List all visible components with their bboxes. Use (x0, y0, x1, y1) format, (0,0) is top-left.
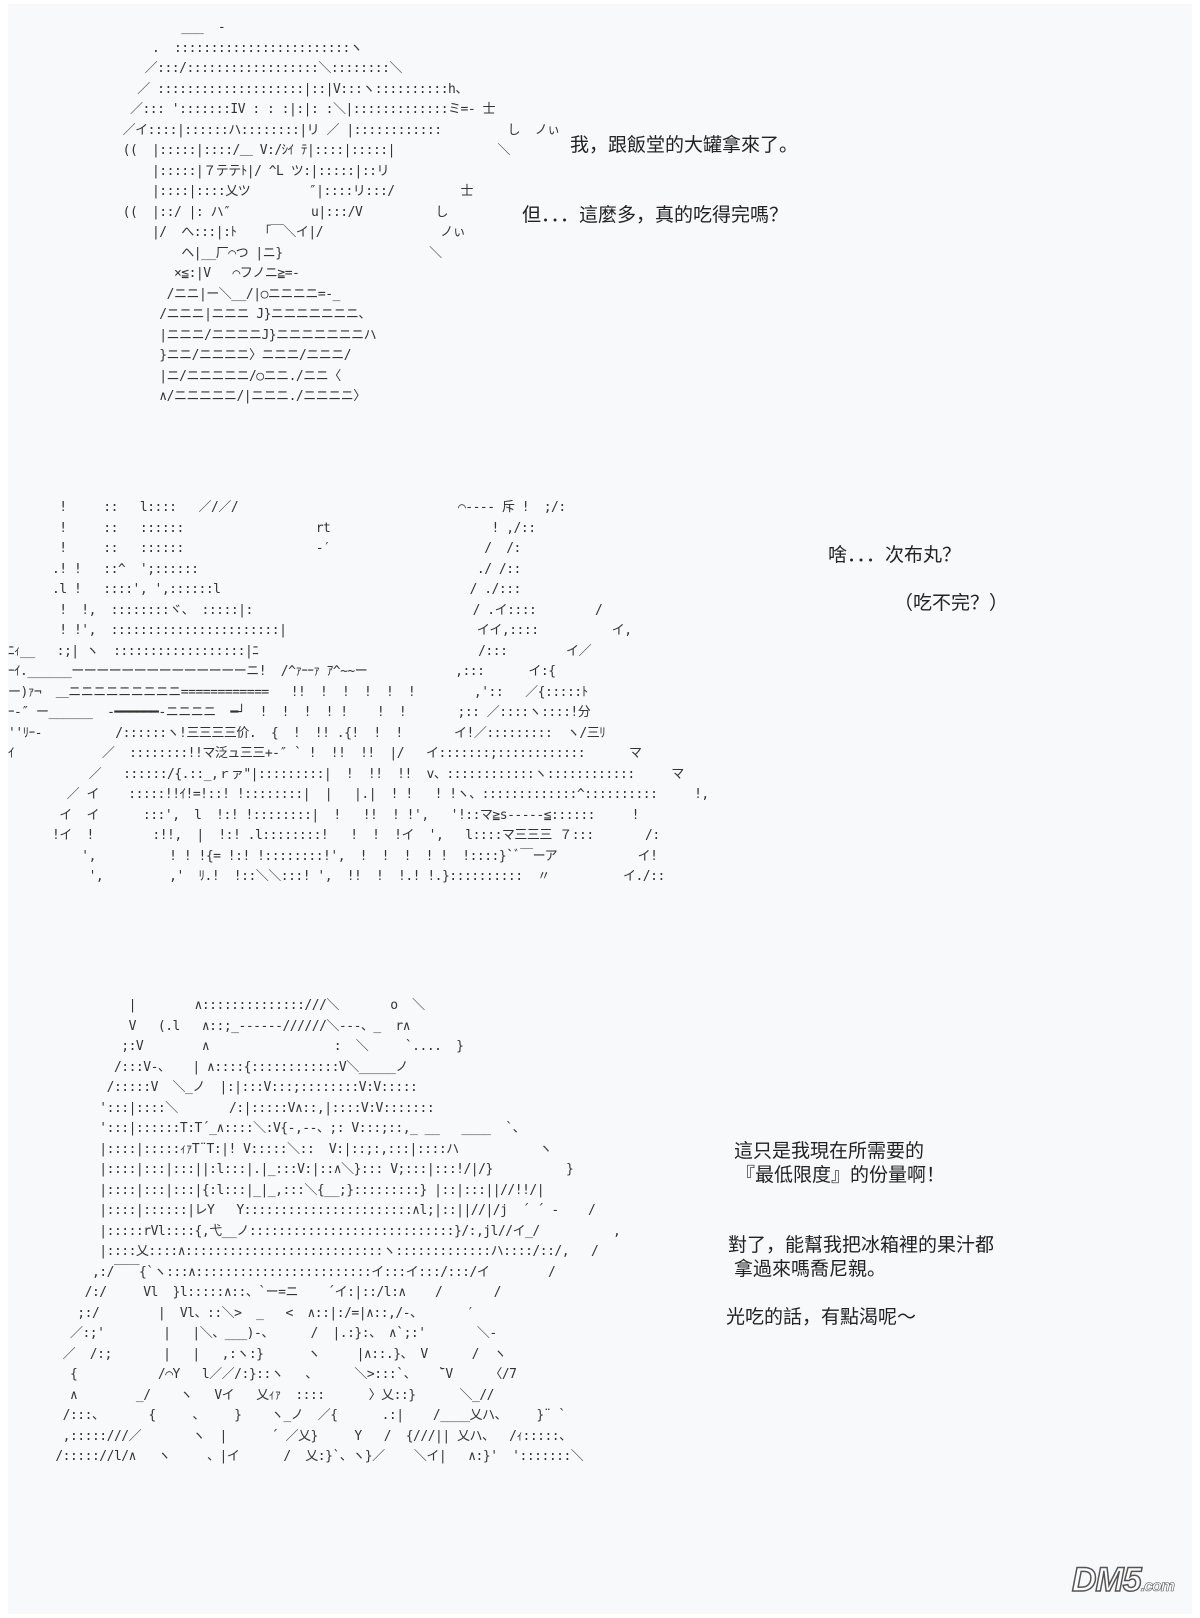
ascii-art-line: |::::|:::::ｨｧT¨T:|! V:::::＼:: V:|::;:,::… (48, 1141, 552, 1157)
ascii-art-line: V (.l ∧::;_------//////＼---、_ r∧ (48, 1018, 411, 1034)
ascii-art-line: }ニニ/ニニニニ〉ニニニ/ニニニ/ (108, 348, 352, 363)
ascii-art-line: ,:/￣￣{`ヽ:::∧::::::::::::::::::::::::イ:::… (48, 1264, 556, 1280)
ascii-art-line: ':::|::::＼ /:|:::::V∧::,|::::V:V::::::: (48, 1100, 435, 1116)
ascii-art-line: |::::|::::::|レY Y:::::::::::::::::::::::… (48, 1203, 596, 1218)
ascii-art-line: |::::|::::乂ツ ″|::::リ:::/ 士 (108, 184, 474, 199)
ascii-art-line: |ニニニ/ニニニニJ}ニニニニニニニハ (108, 327, 377, 343)
ascii-art-line: ／::: ':::::::IV : : :|:|: :＼|:::::::::::… (108, 102, 496, 117)
ascii-art-line: (( |::/ |: ハ″ u|:::/V し (108, 204, 449, 220)
ascii-art-line: /:/ Vl }l:::::∧::、`ー=ニ ´イ:|::/l:∧ / / (48, 1285, 502, 1300)
ascii-art-line: ! :: :::::: -′ / /: (8, 541, 521, 556)
ascii-art-line: /::::://l/∧ ヽ 、|イ / 乂:}`、ヽ}／ ＼イ| ∧:}' ':… (48, 1449, 584, 1464)
ascii-art-line: ! !', :::::::::::::::::::::::| イイ,:::: イ… (8, 623, 632, 638)
ascii-art-line: ／イ::::|::::::ハ::::::::|リ ／ |::::::::::::… (108, 122, 561, 138)
ascii-art-line: ﾆｨ__ :;| ヽ ::::::::::::::::::|ﾆ /::: イ／ (8, 643, 592, 659)
dialogue-3: 啥．．．次布丸？ (828, 544, 962, 566)
ascii-art-line: ／:;' | |＼、___)-、 / |.:}:、 ∧`;:' ＼- (48, 1326, 497, 1341)
ascii-art-line: ! :: l:::: ／/／/ ⌒---- 斥 ! ;/: (8, 500, 566, 515)
ascii-art-line: /:::V-、 | ∧::::{::::::::::::V＼_____ノ (48, 1059, 408, 1075)
dialogue-7: 光吃的話，有點渴呢～ (726, 1306, 917, 1328)
ascii-art-character-with-jar: ___ - . ::::::::::::::::::::::::ヽ ／:::/:… (108, 18, 561, 408)
ascii-art-line: ｲ ／ ::::::::!!マ泛ュ三三+-″ ` ! !! !! |/ イ:::… (8, 746, 649, 761)
ascii-art-line: ／:::/::::::::::::::::::＼::::::::＼ (108, 61, 403, 76)
ascii-art-line: ', ,' ﾘ.! !::＼＼:::! ', !! ! !.! !.}:::::… (8, 869, 666, 884)
ascii-art-line: ／ ::::::/{.::_,ｒァ"|:::::::::| ! !! !! v、… (8, 766, 685, 782)
ascii-art-kitchen-scene: ! :: l:::: ／/／/ ⌒---- 斥 ! ;/: ! :: :::::… (8, 498, 709, 888)
watermark-suffix: .com (1140, 1578, 1175, 1596)
dialogue-6-line2: 拿過來嗎喬尼親。 (728, 1258, 887, 1280)
ascii-art-line: ∧/ニニニニニ/|ニニニ./ニニニニ〉 (108, 389, 366, 404)
dialogue-5-line1: 這只是我現在所需要的 (734, 1140, 925, 1162)
ascii-art-line: ヘ|__厂⌒つ |ニ} ＼ (108, 245, 442, 261)
dialogue-2: 但．．．這麼多，真的吃得完嗎？ (522, 204, 789, 226)
ascii-art-line: ∧ _/ ヽ Vイ 乂ｨｧ :::: 〉乂::} ＼_// (48, 1387, 495, 1403)
ascii-art-line: ', ! ! !{= !:! !::::::::!', ! ! ! ! ! !:… (8, 848, 658, 864)
ascii-art-line: | ∧::::::::::::::///＼ o ＼ (48, 998, 426, 1013)
ascii-art-line: (( |:::::|::::/＿ V:/ｼｲ ﾃ|::::|:::::| ＼ (108, 143, 511, 158)
ascii-art-line: ー)ｧ¬ ＿ニニニニニニニニニ============ !! ! ! ! ! !… (8, 684, 588, 700)
ascii-art-line: |:::::|７テテﾄ|/ ^L ツ:|:::::|::リ (108, 163, 390, 179)
ascii-art-line: ,:::::///／ ヽ | ´ ／乂} Y / {///|| 乂ハ、 /ｨ::… (48, 1428, 572, 1444)
ascii-art-line: . ::::::::::::::::::::::::ヽ (108, 40, 363, 56)
ascii-art-line: ! !, ::::::::ヾ、 :::::|: / .イ:::: / (8, 602, 603, 618)
ascii-art-line: |::::乂::::∧:::::::::::::::::::::::::::ヽ:… (48, 1244, 599, 1259)
ascii-art-line: /:::::V ＼_ノ |:|:::V:::;::::::::V:V::::: (48, 1080, 418, 1095)
ascii-art-line: |::::|:::|:::|{:l:::|_|_,:::＼{__;}::::::… (48, 1182, 545, 1198)
ascii-art-line: .! ! ::^ ';:::::: ./ /:: (8, 561, 521, 577)
ascii-art-line: .l ! ::::', ',::::::l / ./::: (8, 582, 521, 597)
ascii-art-line: ! :: :::::: rt ! ,/:: (8, 520, 536, 536)
ascii-art-line: |ニ/ニニニニニ/○ニニ./ニニ〈 (108, 368, 341, 384)
dialogue-5-line2: 『最低限度』的份量啊！ (736, 1164, 946, 1186)
ascii-art-line: /ニニニ|ニニニ J}ニニニニニニニ、 (108, 307, 371, 322)
ascii-art-line: /ニニ|ー＼__/|○ニニニニ=-_ (108, 286, 341, 302)
ascii-art-line: ／ ::::::::::::::::::::|::|V:::ヽ:::::::::… (108, 81, 468, 97)
ascii-art-line: ／ イ :::::!!ｲ!=!::! !::::::::| | |.| ! ! … (8, 787, 710, 802)
ascii-art-character-eating: | ∧::::::::::::::///＼ o ＼ V (.l ∧::;_---… (48, 996, 621, 1468)
ascii-art-line: ;:/ | Vl、::＼> _ < ∧::|:/=|∧::,/-、 ′ (48, 1305, 474, 1321)
ascii-art-line: ''ﾘｰ- /::::::ヽ!三三三三价. { ! !! .{! ! ! イ!／… (8, 725, 606, 741)
ascii-art-line: イ イ :::', l !:! !::::::::| ! !! ! !', '!… (8, 807, 639, 823)
dialogue-4: （吃不完？） (894, 592, 1009, 614)
ascii-art-line: ×≦:|V ⌒フノニ≧=- (108, 266, 300, 281)
ascii-art-line: ;:V ∧ : ＼ `.... } (48, 1039, 464, 1054)
watermark-main: DM5 (1071, 1560, 1142, 1600)
ascii-art-line: ':::|::::::T:T´_∧::::＼:V{-,--、;: V:::;::… (48, 1121, 526, 1136)
ascii-art-line: /:::、 { 、 } ヽ_ノ ／{ .:| /____乂ハ、 }¨ ` (48, 1408, 573, 1423)
ascii-art-line: ｰｲ.______ーーーーーーーーーーーーーーニ! /^ｧｰｰｧ ｱ^~~ー ,… (8, 664, 556, 679)
ascii-art-line: ｰ-″ ー______ -━━━━━━-ニニニニ ━┘ ! ! ! ! ! ! … (8, 705, 591, 720)
ascii-art-line: |/ へ:::|:ﾄ 「￣＼イ|/ ノぃ (108, 225, 466, 240)
ascii-art-line: |:::::rVl::::{,弋__ノ:::::::::::::::::::::… (48, 1223, 621, 1239)
ascii-art-line: ___ - (108, 20, 226, 35)
manga-page: ___ - . ::::::::::::::::::::::::ヽ ／:::/:… (8, 4, 1192, 1614)
ascii-art-line: ／ /:; | | ,:ヽ:} ヽ |∧::.}、 V / ヽ (48, 1346, 507, 1362)
watermark-logo: DM5.com (1071, 1560, 1175, 1600)
ascii-art-line: |::::|:::|:::||:l:::|.|_:::V:|::∧＼}::: V… (48, 1162, 574, 1177)
ascii-art-line: !イ ! :!!, | !:! .l::::::::! ! ! !イ ', l:… (8, 828, 660, 843)
dialogue-6-line1: 對了，能幫我把冰箱裡的果汁都 (728, 1234, 995, 1256)
ascii-art-line: { /⌒Y l／／/:}::ヽ 、 ＼>:::`、 ̄`V 〈/7 (48, 1367, 517, 1382)
dialogue-1: 我，跟飯堂的大罐拿來了。 (570, 134, 799, 156)
